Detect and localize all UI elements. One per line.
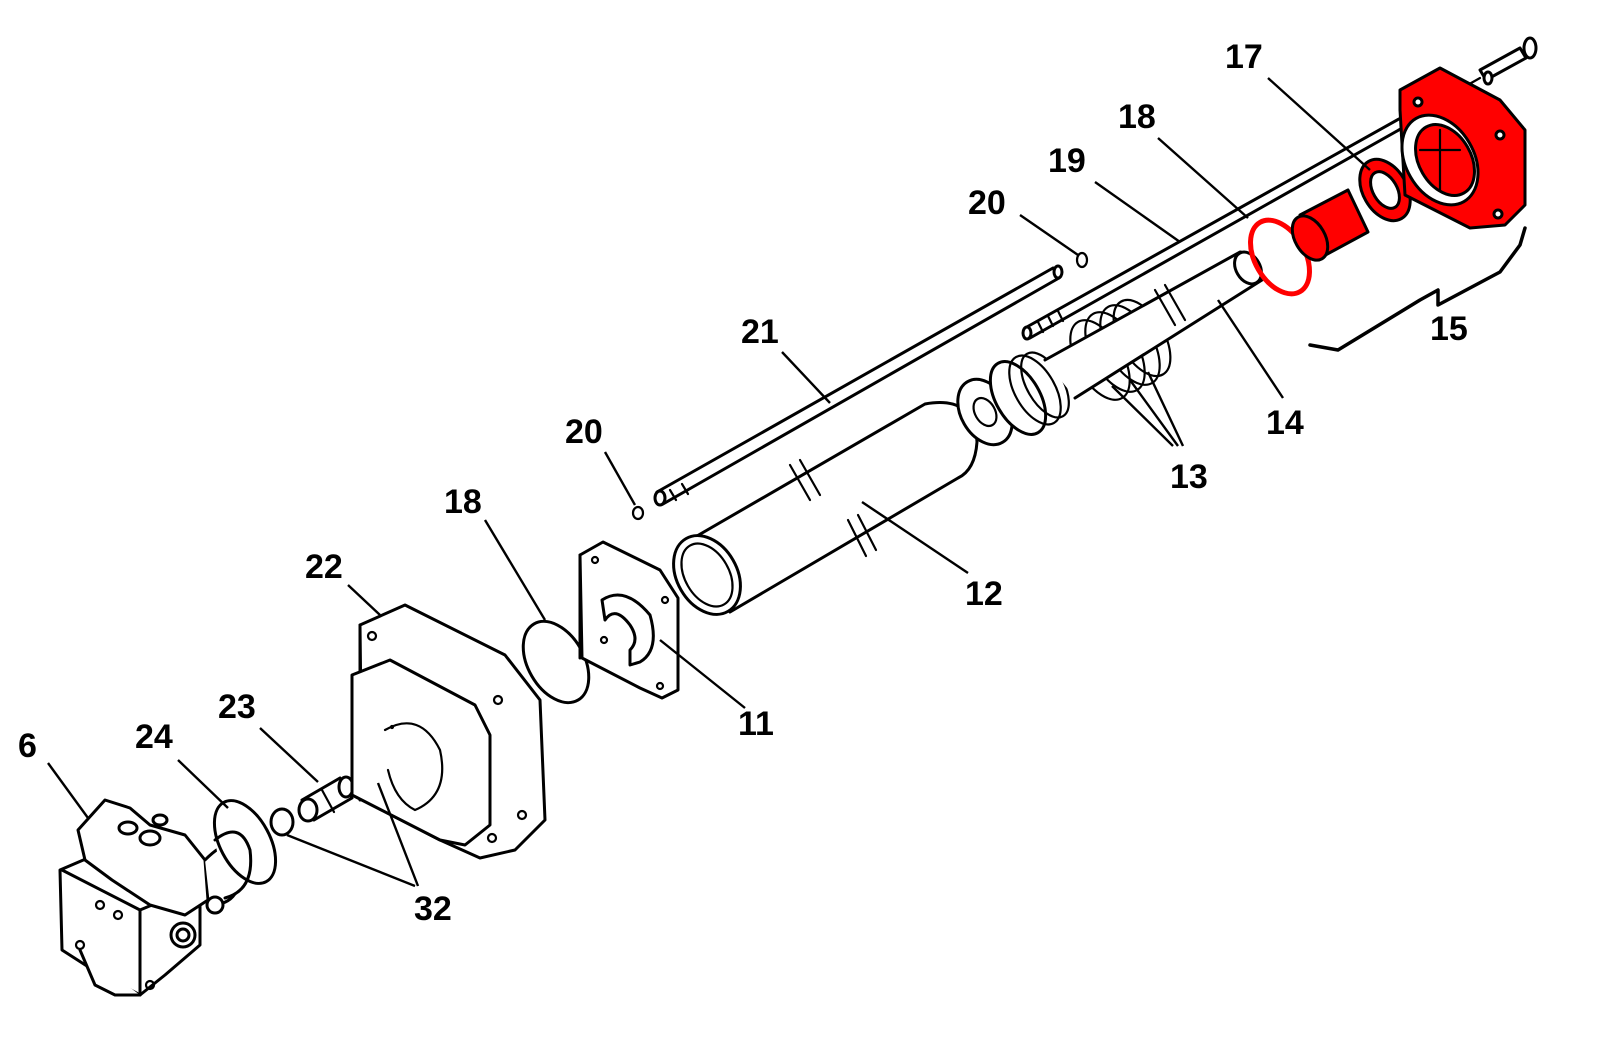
callout-22: 22 — [305, 548, 343, 586]
leader-lines — [47, 77, 1371, 888]
part-20-seal-upper — [1075, 251, 1089, 269]
callout-18-right: 18 — [1118, 98, 1156, 136]
callout-14: 14 — [1266, 404, 1304, 442]
part-24-o-ring — [212, 799, 278, 885]
callout-21: 21 — [741, 313, 779, 351]
part-22-housing — [350, 603, 547, 860]
part-6-valve-body — [58, 798, 253, 997]
callout-6: 6 — [18, 727, 37, 765]
callout-labels: 6 24 23 32 22 18 20 11 21 12 13 20 19 18… — [18, 38, 1468, 928]
callout-23: 23 — [218, 688, 256, 726]
part-21-tie-rod — [653, 264, 1064, 507]
part-23-plug — [297, 775, 355, 823]
callout-20-lower: 20 — [565, 413, 603, 451]
callout-18-left: 18 — [444, 483, 482, 521]
callout-15: 15 — [1430, 310, 1468, 348]
callout-17: 17 — [1225, 38, 1263, 76]
part-11-plate — [578, 540, 680, 700]
part-20-seal-lower — [631, 505, 645, 521]
part-12-barrel — [672, 401, 979, 616]
callout-12: 12 — [965, 575, 1003, 613]
callout-11: 11 — [738, 705, 774, 743]
callout-20-upper: 20 — [968, 184, 1006, 222]
part-13-piston — [956, 298, 1172, 447]
callout-32: 32 — [414, 890, 452, 928]
part-15-gland-assembly — [1290, 66, 1527, 352]
callout-24: 24 — [135, 718, 173, 756]
callout-19: 19 — [1048, 142, 1086, 180]
callout-13: 13 — [1170, 458, 1208, 496]
